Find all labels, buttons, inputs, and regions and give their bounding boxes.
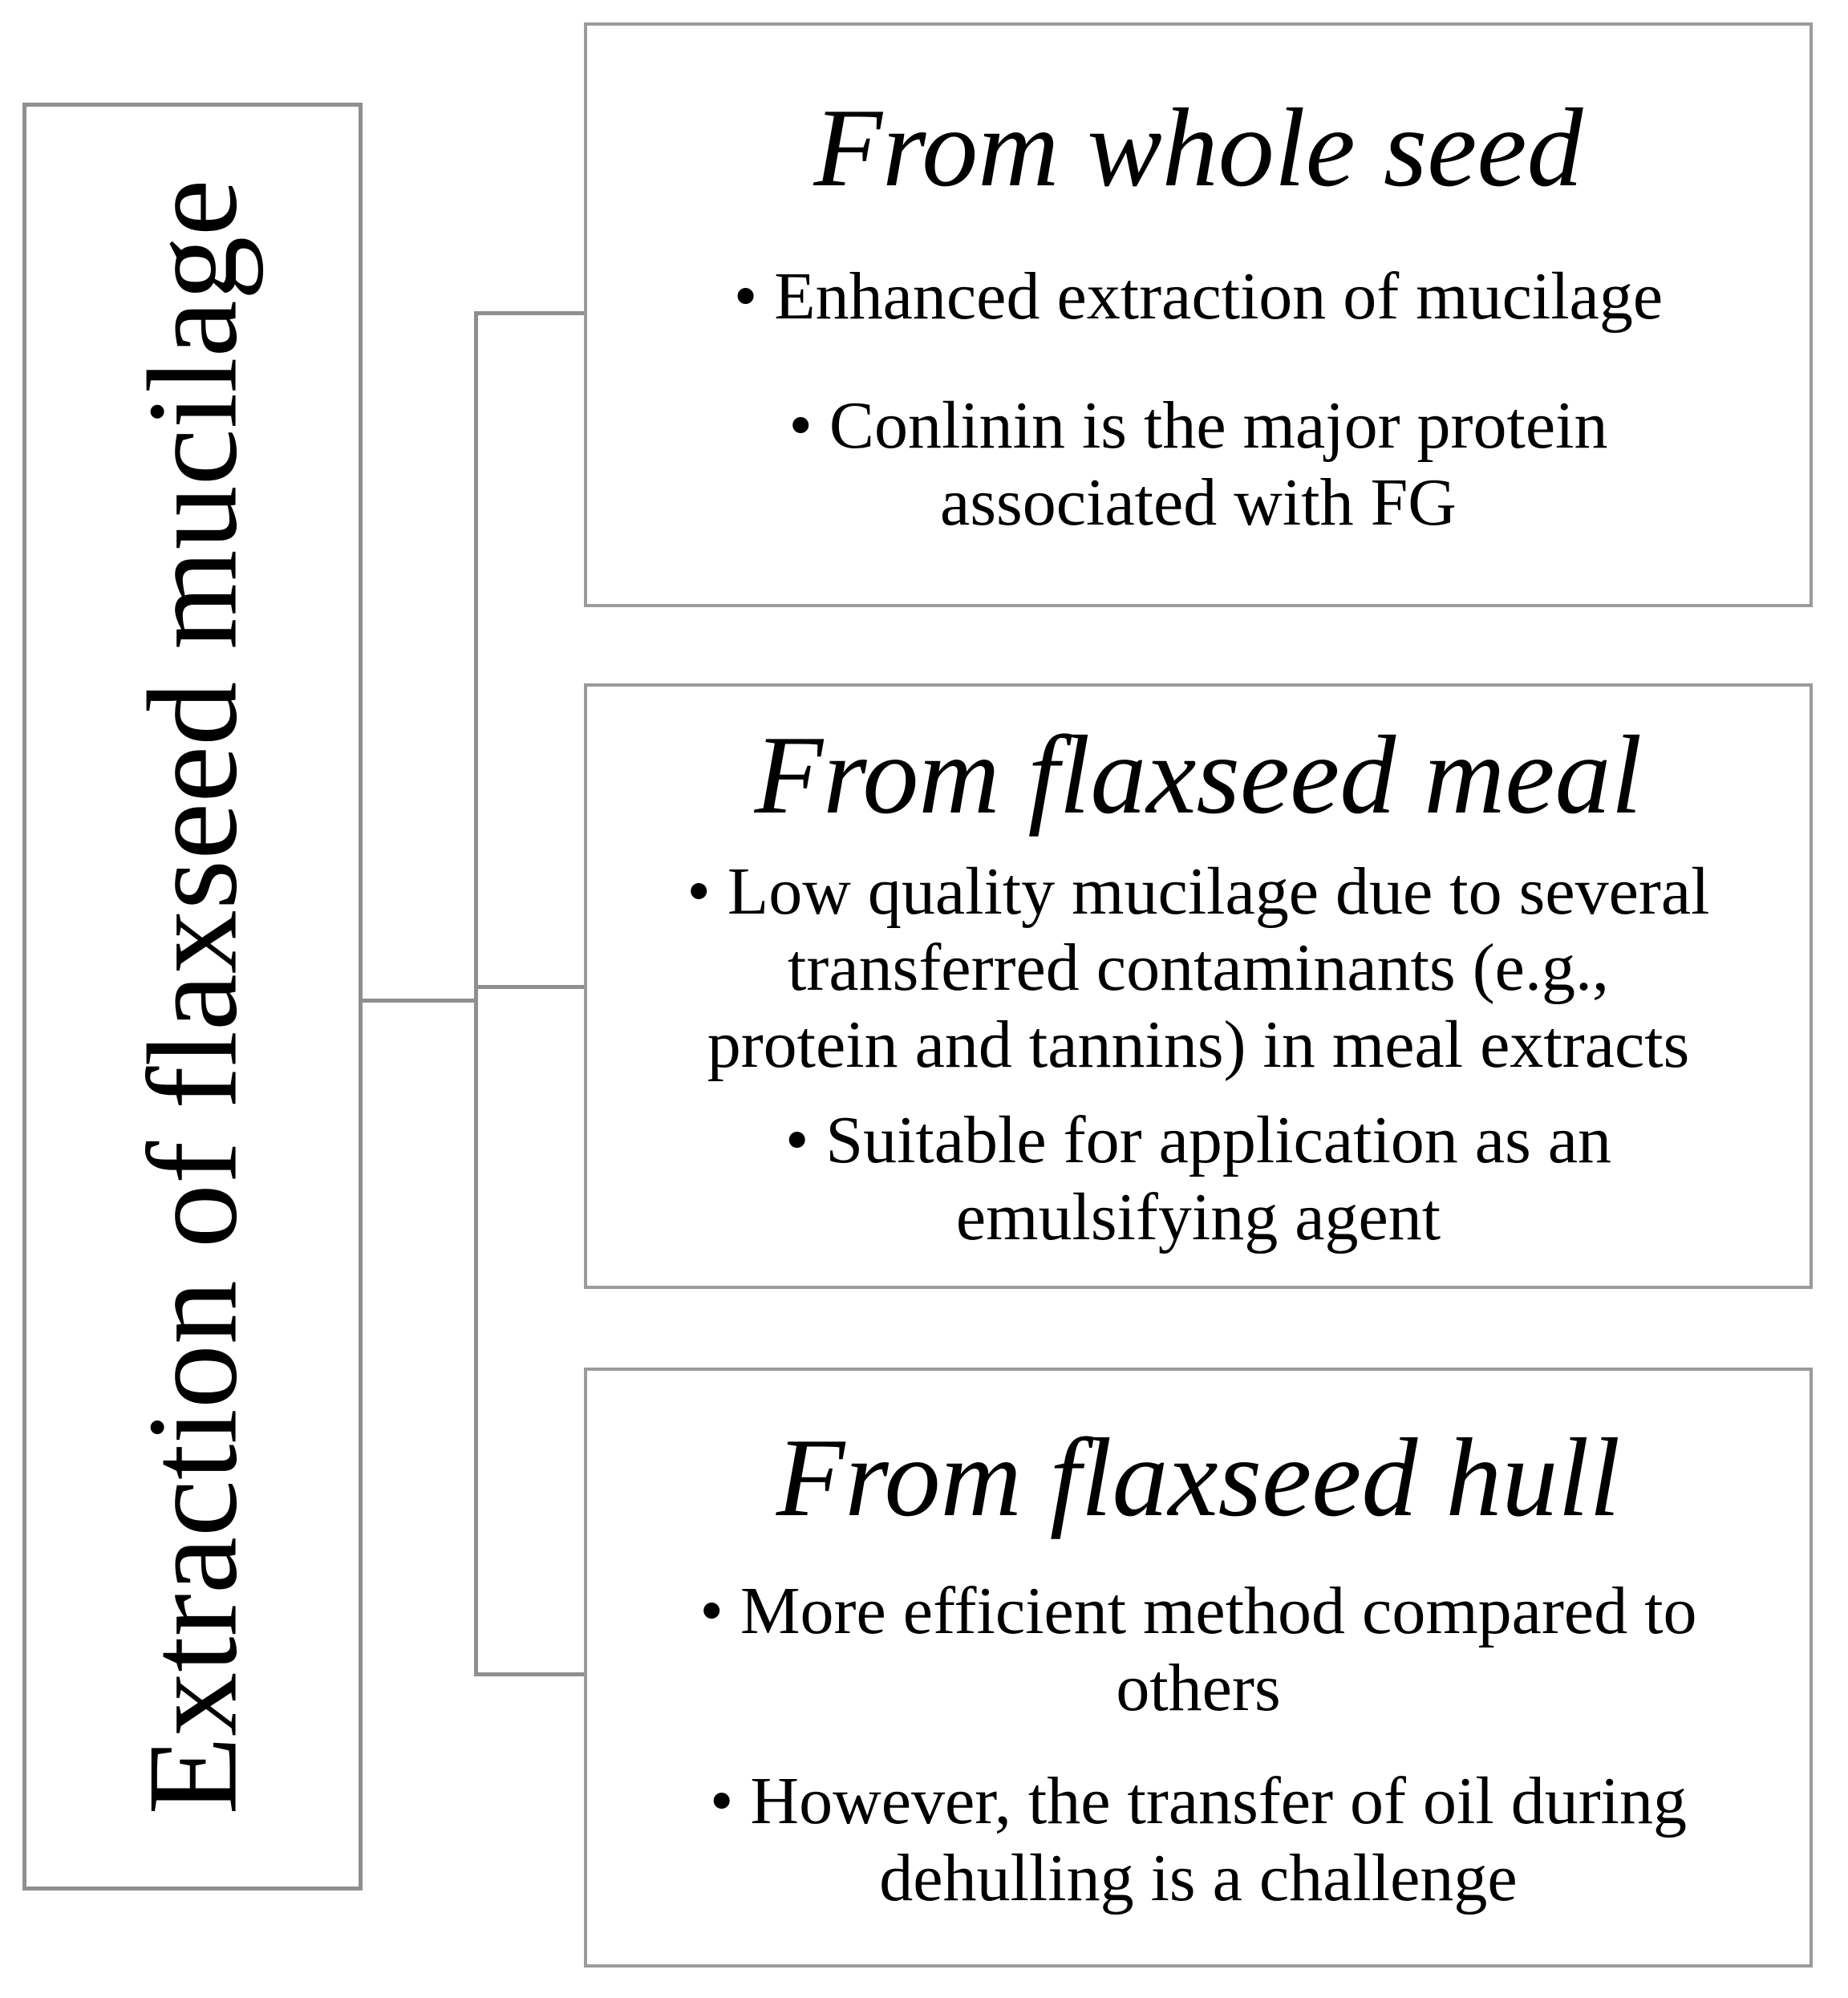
connector-root-to-spine (361, 999, 478, 1003)
connector-spine-vertical (474, 311, 478, 1676)
branch-title-flaxseed-hull: From flaxseed hull (776, 1415, 1621, 1540)
bullet-item: • However, the transfer of oil during de… (710, 1764, 1687, 1915)
bullet-item: • Suitable for application as an emulsif… (784, 1103, 1612, 1254)
branch-box-flaxseed-meal: From flaxseed meal • Low quality mucilag… (584, 683, 1813, 1289)
branch-box-whole-seed: From whole seed • Enhanced extraction of… (584, 22, 1813, 607)
connector-to-flaxseed-meal (474, 985, 584, 989)
connector-to-flaxseed-hull (474, 1672, 586, 1676)
bullet-item: • Conlinin is the major protein associat… (788, 387, 1608, 540)
root-node-box: Extraction of flaxseed mucilage (22, 103, 363, 1891)
root-node-label: Extraction of flaxseed mucilage (121, 178, 265, 1815)
branch-title-flaxseed-meal: From flaxseed meal (754, 713, 1643, 838)
bullet-item: • More efficient method compared to othe… (699, 1574, 1697, 1725)
branch-title-whole-seed: From whole seed (813, 85, 1583, 210)
bullet-item: • Enhanced extraction of mucilage (733, 259, 1664, 334)
bullet-item: • Low quality mucilage due to several tr… (687, 853, 1710, 1083)
branch-box-flaxseed-hull: From flaxseed hull • More efficient meth… (584, 1368, 1813, 1968)
connector-to-whole-seed (474, 311, 584, 315)
